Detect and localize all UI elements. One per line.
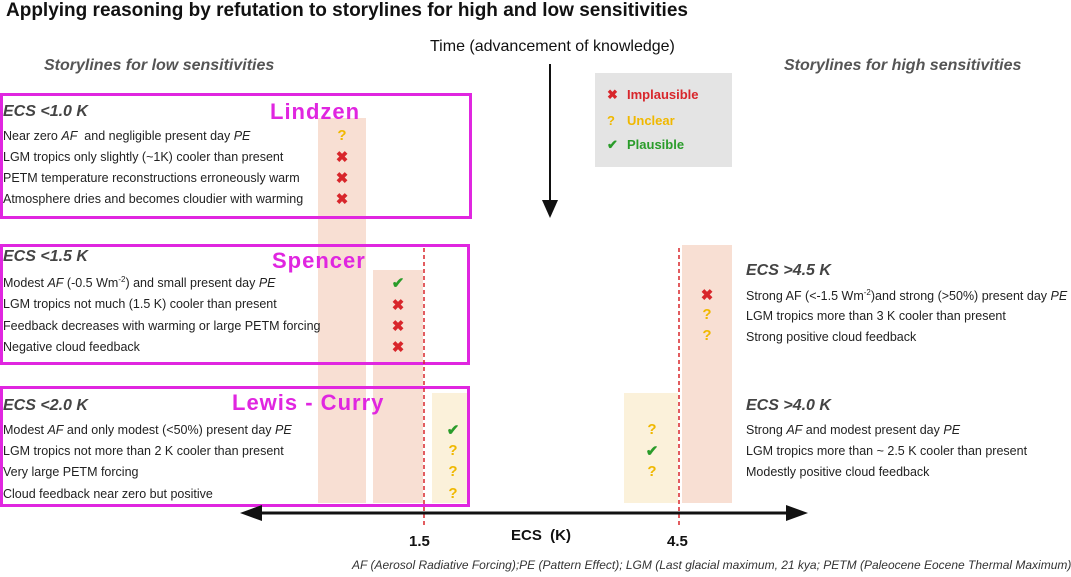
question-icon: ? <box>647 421 657 438</box>
low2-row1: Modest AF (-0.5 Wm-2) and small present … <box>3 275 276 291</box>
cross-icon: ✖ <box>607 87 618 102</box>
question-icon: ? <box>647 463 657 480</box>
tick-label-4.5: 4.5 <box>667 533 688 550</box>
check-icon: ✔ <box>446 422 460 439</box>
legend-implausible: ✖Implausible <box>607 87 699 102</box>
low-header-2: ECS <1.5 K <box>3 248 88 265</box>
high2-row3: Modestly positive cloud feedback <box>746 465 930 479</box>
low1-row1: Near zero AF and negligible present day … <box>3 129 251 143</box>
cross-icon: ✖ <box>335 191 349 208</box>
low1-row3: PETM temperature reconstructions erroneo… <box>3 171 300 185</box>
time-arrow <box>542 64 558 218</box>
axis-arrow-left <box>240 505 262 521</box>
question-icon: ? <box>448 485 458 502</box>
low3-row2: LGM tropics not more than 2 K cooler tha… <box>3 444 284 458</box>
question-icon: ? <box>448 463 458 480</box>
legend-plausible: ✔Plausible <box>607 137 685 152</box>
check-icon: ✔ <box>391 275 405 292</box>
cross-icon: ✖ <box>335 149 349 166</box>
band-lewis-curry <box>432 393 470 503</box>
storyline-name-spencer: Spencer <box>272 248 366 273</box>
low-header-3: ECS <2.0 K <box>3 397 88 414</box>
axis-label: ECS (K) <box>511 527 571 544</box>
cross-icon: ✖ <box>700 287 714 304</box>
low2-row2: LGM tropics not much (1.5 K) cooler than… <box>3 297 277 311</box>
band-high-40 <box>624 393 678 503</box>
right-header: Storylines for high sensitivities <box>784 57 1022 74</box>
low1-row4: Atmosphere dries and becomes cloudier wi… <box>3 192 304 206</box>
cross-icon: ✖ <box>335 170 349 187</box>
question-icon: ? <box>702 306 712 323</box>
high1-row2: LGM tropics more than 3 K cooler than pr… <box>746 309 1006 323</box>
storyline-name-lindzen: Lindzen <box>270 99 361 124</box>
low3-row4: Cloud feedback near zero but positive <box>3 487 213 501</box>
question-icon: ? <box>337 127 347 144</box>
low1-row2: LGM tropics only slightly (~1K) cooler t… <box>3 150 284 164</box>
high2-row2: LGM tropics more than ~ 2.5 K cooler tha… <box>746 444 1028 458</box>
legend-unclear: ?Unclear <box>607 113 675 128</box>
box-spencer <box>0 244 470 365</box>
storyline-name-lewis-curry: Lewis - Curry <box>232 390 385 415</box>
low-header-1: ECS <1.0 K <box>3 103 88 120</box>
check-icon: ✔ <box>645 443 659 460</box>
high2-row1: Strong AF and modest present day PE <box>746 423 961 437</box>
cross-icon: ✖ <box>391 339 405 356</box>
high-header-2: ECS >4.0 K <box>746 397 831 414</box>
question-icon: ? <box>702 327 712 344</box>
axis-arrow-right <box>786 505 808 521</box>
high1-row3: Strong positive cloud feedback <box>746 330 917 344</box>
time-label: Time (advancement of knowledge) <box>430 38 675 55</box>
band-high-45 <box>682 245 732 503</box>
cross-icon: ✖ <box>391 318 405 335</box>
box-lewis-curry <box>0 386 470 507</box>
check-icon: ✔ <box>607 137 618 152</box>
low3-row3: Very large PETM forcing <box>3 465 139 479</box>
low2-row4: Negative cloud feedback <box>3 340 140 354</box>
low3-row1: Modest AF and only modest (<50%) present… <box>3 423 292 437</box>
left-header: Storylines for low sensitivities <box>44 57 275 74</box>
footnote: AF (Aerosol Radiative Forcing);PE (Patte… <box>352 558 1071 572</box>
high1-row1: Strong AF (<-1.5 Wm-2)and strong (>50%) … <box>746 288 1068 304</box>
legend: ✖Implausible ?Unclear ✔Plausible <box>595 73 732 167</box>
question-icon: ? <box>448 442 458 459</box>
box-lindzen <box>0 93 472 219</box>
figure-title: Applying reasoning by refutation to stor… <box>6 0 688 21</box>
band-lindzen <box>318 118 366 503</box>
high-header-1: ECS >4.5 K <box>746 262 831 279</box>
question-icon: ? <box>607 113 615 128</box>
tick-label-1.5: 1.5 <box>409 533 430 550</box>
low2-row3: Feedback decreases with warming or large… <box>3 319 321 333</box>
cross-icon: ✖ <box>391 297 405 314</box>
